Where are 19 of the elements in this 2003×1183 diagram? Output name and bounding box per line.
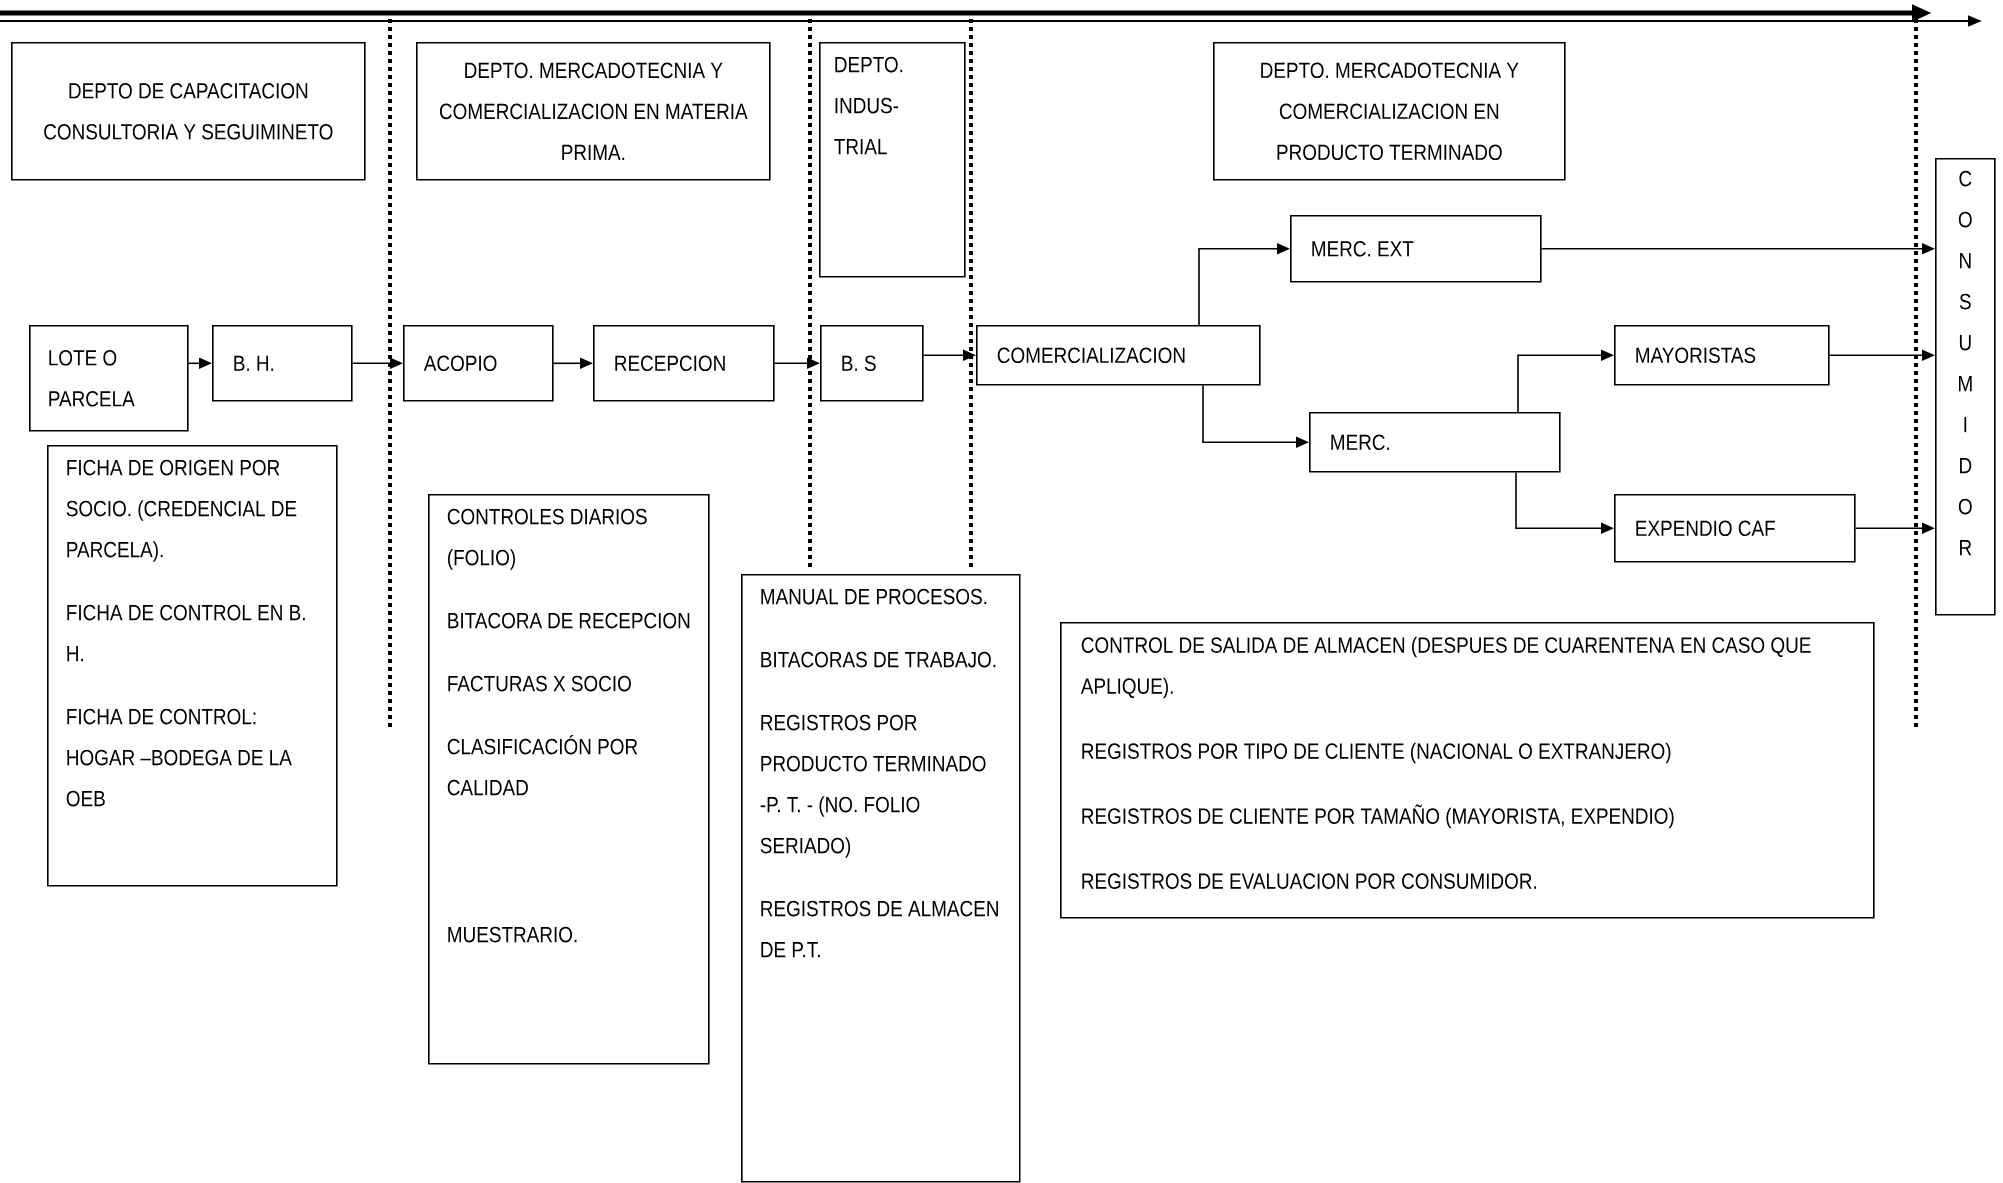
document-list-box: FICHA DE ORIGEN POR SOCIO. (CREDENCIAL DE PARCELA). FICHA DE CONTROL EN B. H. FICHA DE CONTROL: HOGAR –BODEGA DE LA OEB <box>47 445 338 887</box>
document-list-box: MANUAL DE PROCESOS. BITACORAS DE TRABAJO. REGISTROS POR PRODUCTO TERMINADO -P. T. - (NO. FOLIO SERIADO) REGISTROS DE ALMACEN DE P.T. <box>741 574 1021 1183</box>
process-box: B. H. <box>212 325 353 402</box>
document-list-box: CONTROLES DIARIOS (FOLIO) BITACORA DE RECEPCION FACTURAS X SOCIO CLASIFICACIÓN POR CALIDAD MUESTRARIO. <box>428 494 710 1065</box>
department-box: DEPTO DE CAPACITACION CONSULTORIA Y SEGUIMINETO <box>11 42 366 181</box>
process-box: LOTE O PARCELA <box>29 325 189 432</box>
process-box: MAYORISTAS <box>1614 325 1830 386</box>
department-box: DEPTO. MERCADOTECNIA Y COMERCIALIZACION EN PRODUCTO TERMINADO <box>1213 42 1566 181</box>
process-box: MERC. <box>1309 412 1561 473</box>
process-box: EXPENDIO CAF <box>1614 494 1856 563</box>
process-box: COMERCIALIZACION <box>976 325 1261 386</box>
process-box: RECEPCION <box>593 325 775 402</box>
process-box: MERC. EXT <box>1290 215 1542 283</box>
department-box: DEPTO. MERCADOTECNIA Y COMERCIALIZACION EN MATERIA PRIMA. <box>416 42 771 181</box>
document-list-box: CONTROL DE SALIDA DE ALMACEN (DESPUES DE CUARENTENA EN CASO QUE APLIQUE). REGISTROS POR TIPO DE CLIENTE (NACIONAL O EXTRANJERO) REGISTROS DE CLIENTE POR TAMAÑO (MAYORISTA, EXPENDIO) REGISTROS DE EVALUACION POR CONSUMIDOR. <box>1060 622 1875 919</box>
department-box: DEPTO. INDUS-TRIAL <box>819 42 966 278</box>
consumer-box: CONSUMIDOR <box>1935 158 1996 616</box>
process-box: ACOPIO <box>403 325 554 402</box>
process-box: B. S <box>820 325 924 402</box>
